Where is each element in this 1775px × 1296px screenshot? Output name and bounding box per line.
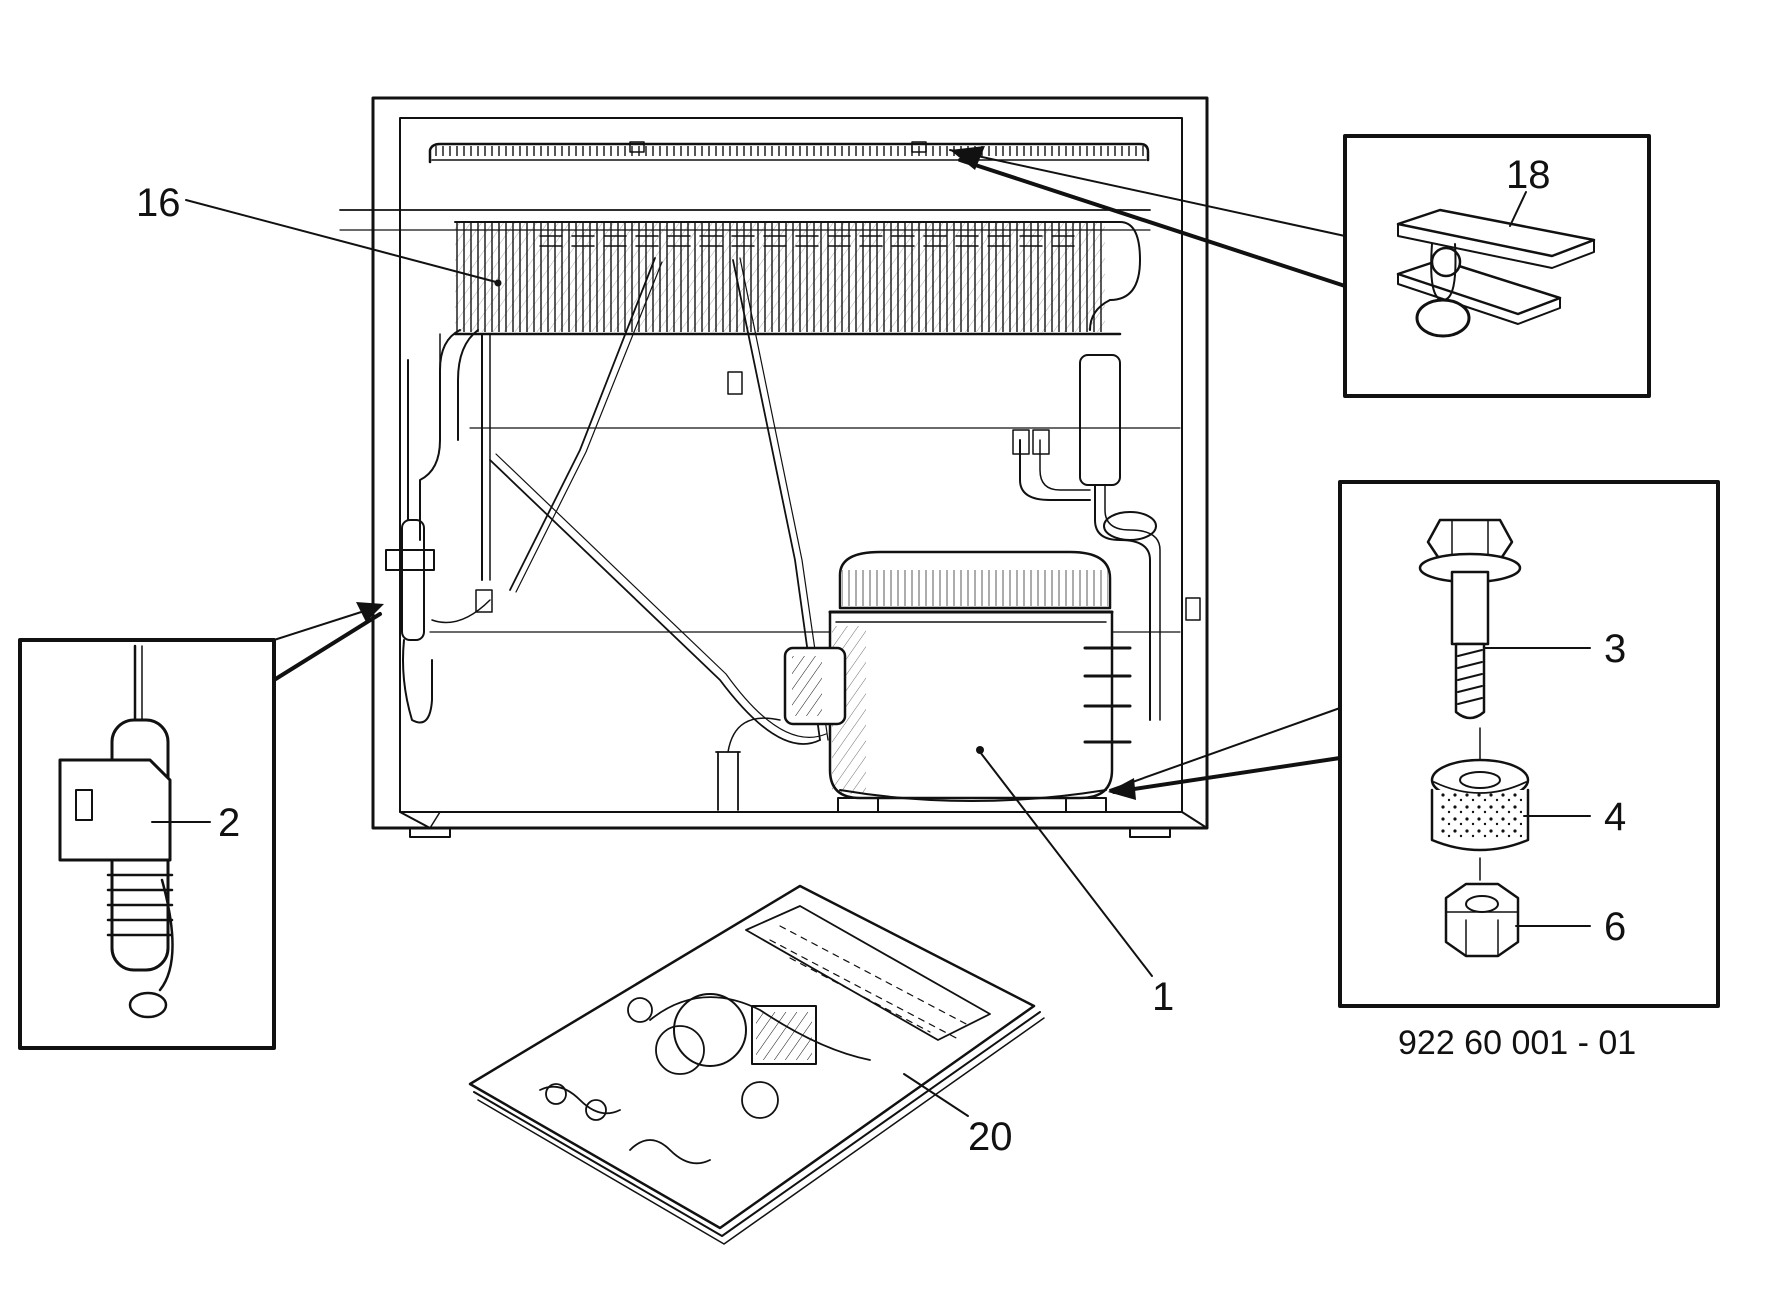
bolt xyxy=(1418,518,1522,720)
evaporator xyxy=(339,209,1151,381)
label-rubber-grommet: 4 xyxy=(1604,795,1626,839)
compressor xyxy=(783,550,1132,813)
part-number: 922 60 001 - 01 xyxy=(1398,1024,1636,1062)
cabinet xyxy=(371,96,1209,838)
top-tray xyxy=(428,141,1150,164)
leader-lines xyxy=(151,146,1591,1117)
tubing xyxy=(419,257,1161,745)
label-instruction-booklet: 20 xyxy=(968,1115,1013,1159)
label-evaporator: 16 xyxy=(136,181,181,225)
label-clip: 18 xyxy=(1506,153,1551,197)
label-compressor: 1 xyxy=(1152,975,1174,1019)
label-nut: 6 xyxy=(1604,905,1626,949)
inset-clip xyxy=(1343,134,1651,398)
start-capacitor xyxy=(715,717,781,811)
inset-mounting-hardware xyxy=(1338,480,1720,1008)
label-mounting-bolt: 3 xyxy=(1604,627,1626,671)
label-thermostat-sensor: 2 xyxy=(218,801,240,845)
callout-labels: 16 18 2 3 4 6 1 20 922 60 001 - 01 xyxy=(136,153,1636,1159)
grommet xyxy=(1430,758,1530,852)
hex-nut xyxy=(1444,882,1520,958)
inset-thermostat-sensor xyxy=(18,638,276,1050)
thermostat-assembly xyxy=(385,359,493,724)
instruction-booklet xyxy=(468,884,1045,1245)
